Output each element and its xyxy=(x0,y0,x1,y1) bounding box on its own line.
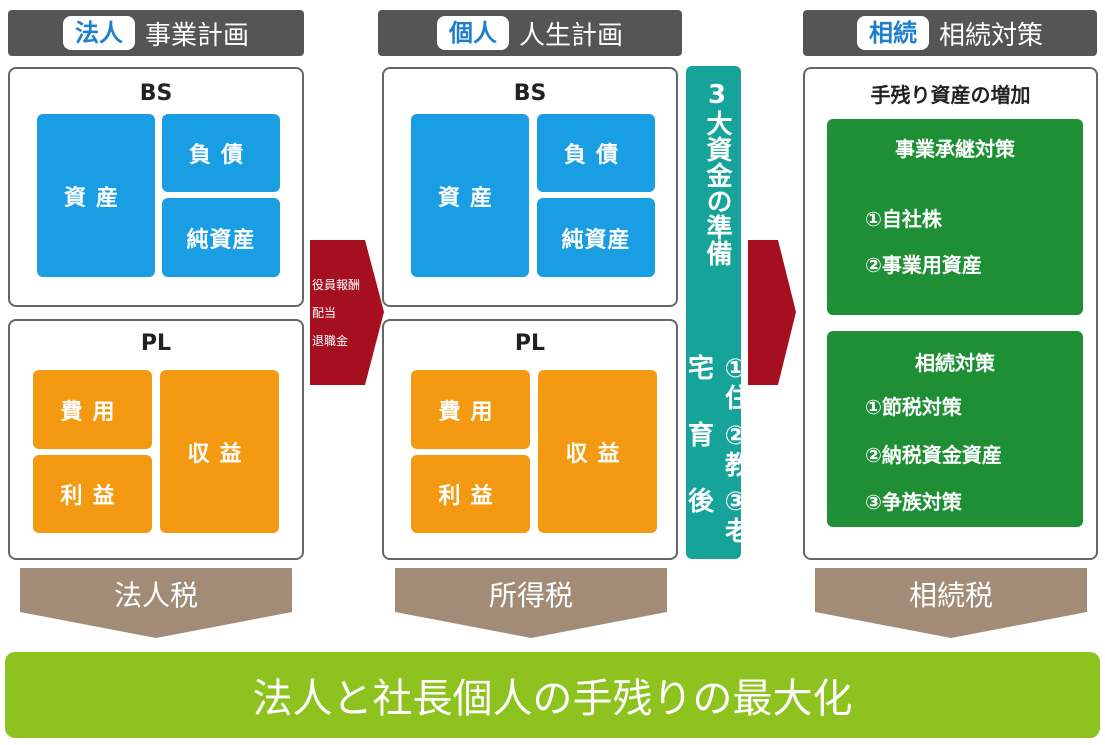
corporate-liabilities-box: 負債 xyxy=(162,114,280,192)
personal-tax-chevron xyxy=(395,568,667,638)
inheritance-header-title: 相続対策 xyxy=(938,20,1043,51)
personal-pl-title: PL xyxy=(514,331,546,356)
succession-box: 事業承継対策 ①自社株 ②事業用資産 xyxy=(827,119,1083,315)
corporate-badge: 法人 xyxy=(62,16,135,50)
corporate-tax-chevron xyxy=(20,568,292,638)
three-funds-items: ①住宅 ②教育 ③老後 xyxy=(684,354,751,554)
three-funds-item-housing: ①住宅 xyxy=(683,354,751,410)
personal-profit-box: 利益 xyxy=(411,455,530,533)
personal-pl-panel: PL 費用 利益 収益 xyxy=(382,319,678,560)
personal-net-assets-box: 純資産 xyxy=(537,198,655,277)
corporate-tax-label: 法人税 xyxy=(113,579,198,612)
inheritance-measures-title: 相続対策 xyxy=(915,351,995,375)
corporate-profit-box: 利益 xyxy=(33,455,152,533)
three-funds-item-education: ②教育 xyxy=(683,420,751,477)
succession-item-shares: ①自社株 xyxy=(865,207,942,231)
corporate-assets-box: 資産 xyxy=(37,114,155,277)
transfer-label-retirement: 退職金 xyxy=(312,334,349,348)
inheritance-arrow xyxy=(748,240,796,385)
corporate-header: 法人 事業計画 xyxy=(8,10,304,56)
inheritance-measures-box: 相続対策 ①節税対策 ②納税資金資産 ③争族対策 xyxy=(827,331,1083,527)
personal-bs-title: BS xyxy=(513,81,547,106)
succession-item-business-assets: ②事業用資産 xyxy=(865,253,982,277)
personal-liabilities-box: 負債 xyxy=(537,114,655,192)
personal-assets-box: 資産 xyxy=(411,114,529,277)
transfer-arrow-labels: 役員報酬 配当 退職金 xyxy=(312,271,372,355)
personal-header: 個人 人生計画 xyxy=(378,10,682,56)
corporate-net-assets-box: 純資産 xyxy=(162,198,280,277)
inheritance-panel: 手残り資産の増加 事業承継対策 ①自社株 ②事業用資産 相続対策 ①節税対策 ②… xyxy=(803,67,1098,560)
inheritance-header: 相続 相続対策 xyxy=(803,10,1097,56)
personal-expenses-box: 費用 xyxy=(411,370,530,449)
corporate-expenses-box: 費用 xyxy=(33,370,152,449)
inheritance-item-tax-saving: ①節税対策 xyxy=(865,395,962,419)
corporate-pl-title: PL xyxy=(140,331,172,356)
corporate-revenue-box: 収益 xyxy=(160,370,279,533)
corporate-bs-panel: BS 資産 負債 純資産 xyxy=(8,67,304,307)
corporate-bs-title: BS xyxy=(139,81,173,106)
inheritance-item-family-dispute: ③争族対策 xyxy=(865,490,962,514)
inheritance-badge: 相続 xyxy=(856,16,929,50)
corporate-pl-panel: PL 費用 利益 収益 xyxy=(8,319,304,560)
transfer-label-executive-pay: 役員報酬 xyxy=(312,278,361,292)
three-funds-bar: 3大資金の準備 ①住宅 ②教育 ③老後 xyxy=(684,66,751,559)
personal-bs-panel: BS 資産 負債 純資産 xyxy=(382,67,678,307)
personal-revenue-box: 収益 xyxy=(538,370,657,533)
transfer-label-dividend: 配当 xyxy=(312,306,337,320)
inheritance-tax-chevron xyxy=(815,568,1087,638)
transfer-arrow xyxy=(310,240,384,385)
succession-title: 事業承継対策 xyxy=(895,137,1015,161)
corporate-header-title: 事業計画 xyxy=(144,20,249,51)
inheritance-panel-title: 手残り資産の増加 xyxy=(870,83,1031,107)
inheritance-tax-label: 相続税 xyxy=(908,579,993,612)
personal-tax-label: 所得税 xyxy=(488,579,573,612)
three-funds-item-retirement: ③老後 xyxy=(683,487,751,544)
inheritance-item-tax-funds: ②納税資金資産 xyxy=(865,443,1002,467)
three-funds-title: 3大資金の準備 xyxy=(702,80,732,266)
personal-header-title: 人生計画 xyxy=(518,20,623,51)
bottom-banner: 法人と社長個人の手残りの最大化 xyxy=(5,652,1100,738)
personal-badge: 個人 xyxy=(436,16,509,50)
